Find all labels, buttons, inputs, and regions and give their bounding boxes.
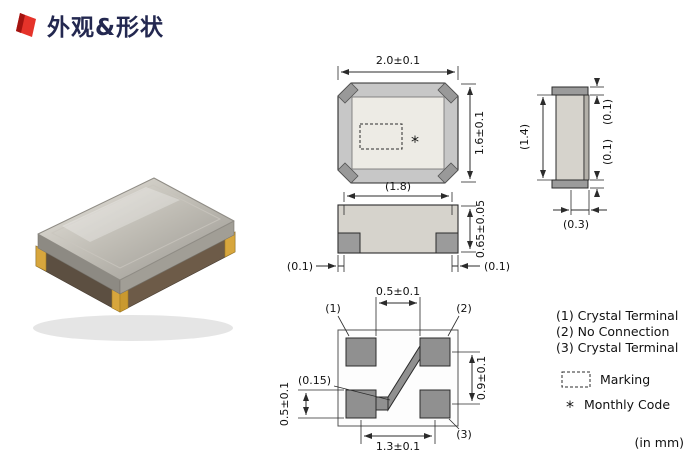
metal-lid-top (37, 177, 235, 281)
pad-2-top-right (419, 337, 451, 367)
dim-trace-gap: (0.15) (298, 374, 331, 387)
corner-castellation (337, 82, 359, 104)
dim-top-width: 2.0±0.1 (376, 54, 420, 67)
front-terminal-left (337, 232, 361, 254)
dim-top-height: 1.6±0.1 (473, 111, 486, 155)
monthly-code-symbol: * (411, 132, 419, 151)
legend: (1) Crystal Terminal (2) No Connection (… (556, 308, 684, 450)
product-photo (33, 177, 236, 341)
photo-shadow (33, 315, 233, 341)
dim-side-bottom-pad: (0.1) (601, 139, 614, 165)
dim-bottom-pad-gap: 0.5±0.1 (376, 285, 420, 298)
side-view: (1.4) (0.1) (0.1) (0.3) (518, 78, 614, 231)
legend-monthly-symbol: * (566, 397, 574, 416)
legend-marking-label: Marking (600, 372, 650, 387)
dim-bottom-horizontal-pitch: 1.3±0.1 (376, 440, 420, 452)
dim-side-top-pad: (0.1) (601, 99, 614, 125)
pin1-label: (1) (325, 302, 341, 315)
dim-bottom-pad-height: 0.5±0.1 (278, 382, 291, 426)
pad-bottom-left (345, 389, 377, 419)
legend-marking-box (561, 371, 591, 388)
red-ribbon-icon (16, 13, 36, 37)
side-terminal-bottom (551, 179, 589, 189)
page-title: 外观&形状 (47, 15, 165, 41)
dim-front-right-offset: (0.1) (484, 260, 510, 273)
corner-castellation (337, 162, 359, 184)
pad-1-top-left (345, 337, 377, 367)
lid-highlight (62, 187, 180, 242)
pin2-label: (2) (456, 302, 472, 315)
legend-pin3: (3) Crystal Terminal (556, 340, 678, 355)
front-terminal-right (435, 232, 459, 254)
pad-3-bottom-right (419, 389, 451, 419)
top-view-lid-area (351, 96, 445, 170)
page-header: 外观&形状 (12, 8, 164, 42)
dim-side-pad-width: (0.3) (563, 218, 589, 231)
dim-bottom-vertical-pitch: 0.9±0.1 (475, 356, 488, 400)
diagonal-trace (387, 344, 421, 412)
dim-side-inner-height: (1.4) (518, 124, 531, 150)
legend-monthly-label: Monthly Code (584, 397, 670, 412)
side-view-lid-strip (583, 94, 590, 181)
top-view: * 2.0±0.1 1.6±0.1 (337, 54, 486, 184)
side-terminal-top (551, 86, 589, 96)
marking-area-box (359, 123, 403, 150)
lid-seam (50, 184, 222, 269)
dim-front-height: 0.65±0.05 (474, 200, 487, 258)
legend-pin1: (1) Crystal Terminal (556, 308, 678, 323)
unit-note: (in mm) (635, 435, 684, 450)
front-view: (1.8) 0.65±0.05 (0.1) (0.1) (287, 180, 510, 273)
dim-front-lid-width: (1.8) (385, 180, 411, 193)
dim-front-left-offset: (0.1) (287, 260, 313, 273)
pin3-label: (3) (456, 428, 472, 441)
side-view-body (555, 94, 585, 181)
corner-castellation (437, 82, 459, 104)
bottom-view: 0.5±0.1 (1) (2) (3) 0.5±0.1 (0.15) 0.9±0… (278, 285, 488, 452)
legend-pin2: (2) No Connection (556, 324, 669, 339)
corner-castellation (437, 162, 459, 184)
